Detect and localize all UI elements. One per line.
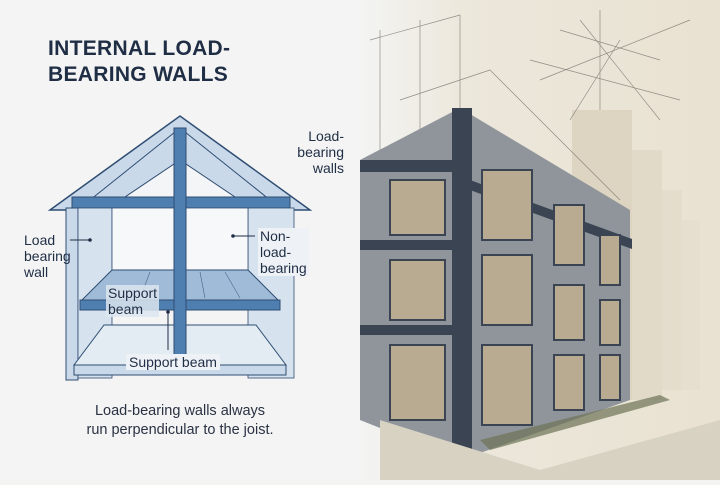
label-line: Support — [108, 285, 158, 301]
diagram-panel: INTERNAL LOAD- BEARING WALLS Load — [0, 0, 360, 480]
label-line: load- — [260, 244, 292, 260]
label-support-beam-upper: Support beam — [106, 285, 160, 317]
label-line: bearing — [260, 260, 307, 276]
label-non-load-bearing: Non- load- bearing — [258, 228, 309, 276]
caption-line-1: Load-bearing walls always — [94, 403, 266, 419]
label-line: wall — [24, 264, 49, 280]
label-line: Load — [24, 232, 56, 248]
title-line-2: BEARING WALLS — [48, 63, 229, 86]
label-load-bearing-walls: Load- bearing walls — [292, 128, 344, 176]
label-line: bearing — [297, 144, 344, 160]
label-line: Non- — [260, 228, 291, 244]
label-line: bearing — [24, 248, 71, 264]
label-line: walls — [312, 160, 344, 176]
building-illustration — [360, 0, 720, 480]
diagram-title: INTERNAL LOAD- BEARING WALLS — [48, 36, 230, 88]
house-cross-section-diagram — [47, 115, 313, 381]
diagram-caption: Load-bearing walls always run perpendicu… — [40, 402, 320, 440]
label-support-beam-lower: Support beam — [126, 354, 220, 370]
label-load-bearing-wall: Load bearing wall — [24, 232, 71, 280]
label-line: beam — [108, 301, 144, 317]
caption-line-2: run perpendicular to the joist. — [86, 422, 274, 438]
label-line: Load- — [308, 128, 344, 144]
building-sketch — [360, 0, 720, 480]
title-line-1: INTERNAL LOAD- — [48, 37, 231, 60]
